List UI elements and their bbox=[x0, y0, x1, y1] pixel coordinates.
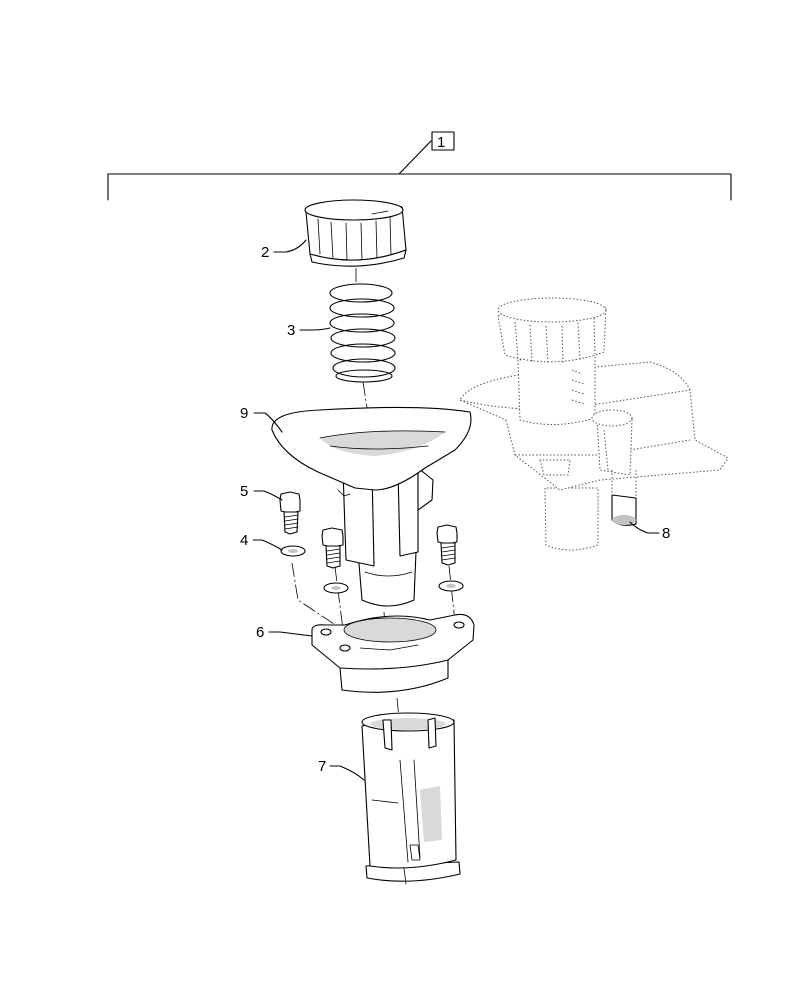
callout-7: 7 bbox=[318, 758, 326, 775]
sleeve-part-7 bbox=[361, 712, 461, 885]
callout-2: 2 bbox=[261, 244, 269, 261]
callout-9: 9 bbox=[240, 405, 248, 422]
callout-1: 1 bbox=[437, 134, 445, 151]
assembly-bracket: 1 bbox=[107, 131, 732, 201]
bolt-part-5 bbox=[279, 491, 301, 535]
callout-5: 5 bbox=[240, 483, 248, 500]
assembled-unit-ghost bbox=[459, 297, 729, 551]
spring-part-3 bbox=[329, 283, 396, 383]
washer-part-4 bbox=[280, 545, 306, 557]
callout-8: 8 bbox=[662, 525, 670, 542]
callout-3: 3 bbox=[287, 322, 295, 339]
callout-6: 6 bbox=[256, 624, 264, 641]
leader-lines bbox=[252, 239, 660, 781]
flange-part-6 bbox=[311, 613, 475, 693]
extra-bolts bbox=[321, 524, 464, 594]
callout-4: 4 bbox=[240, 532, 248, 549]
callout-labels: 2 3 9 5 4 6 7 8 bbox=[240, 244, 670, 775]
cup-part-9 bbox=[271, 406, 472, 607]
knob-part-2 bbox=[304, 199, 407, 267]
